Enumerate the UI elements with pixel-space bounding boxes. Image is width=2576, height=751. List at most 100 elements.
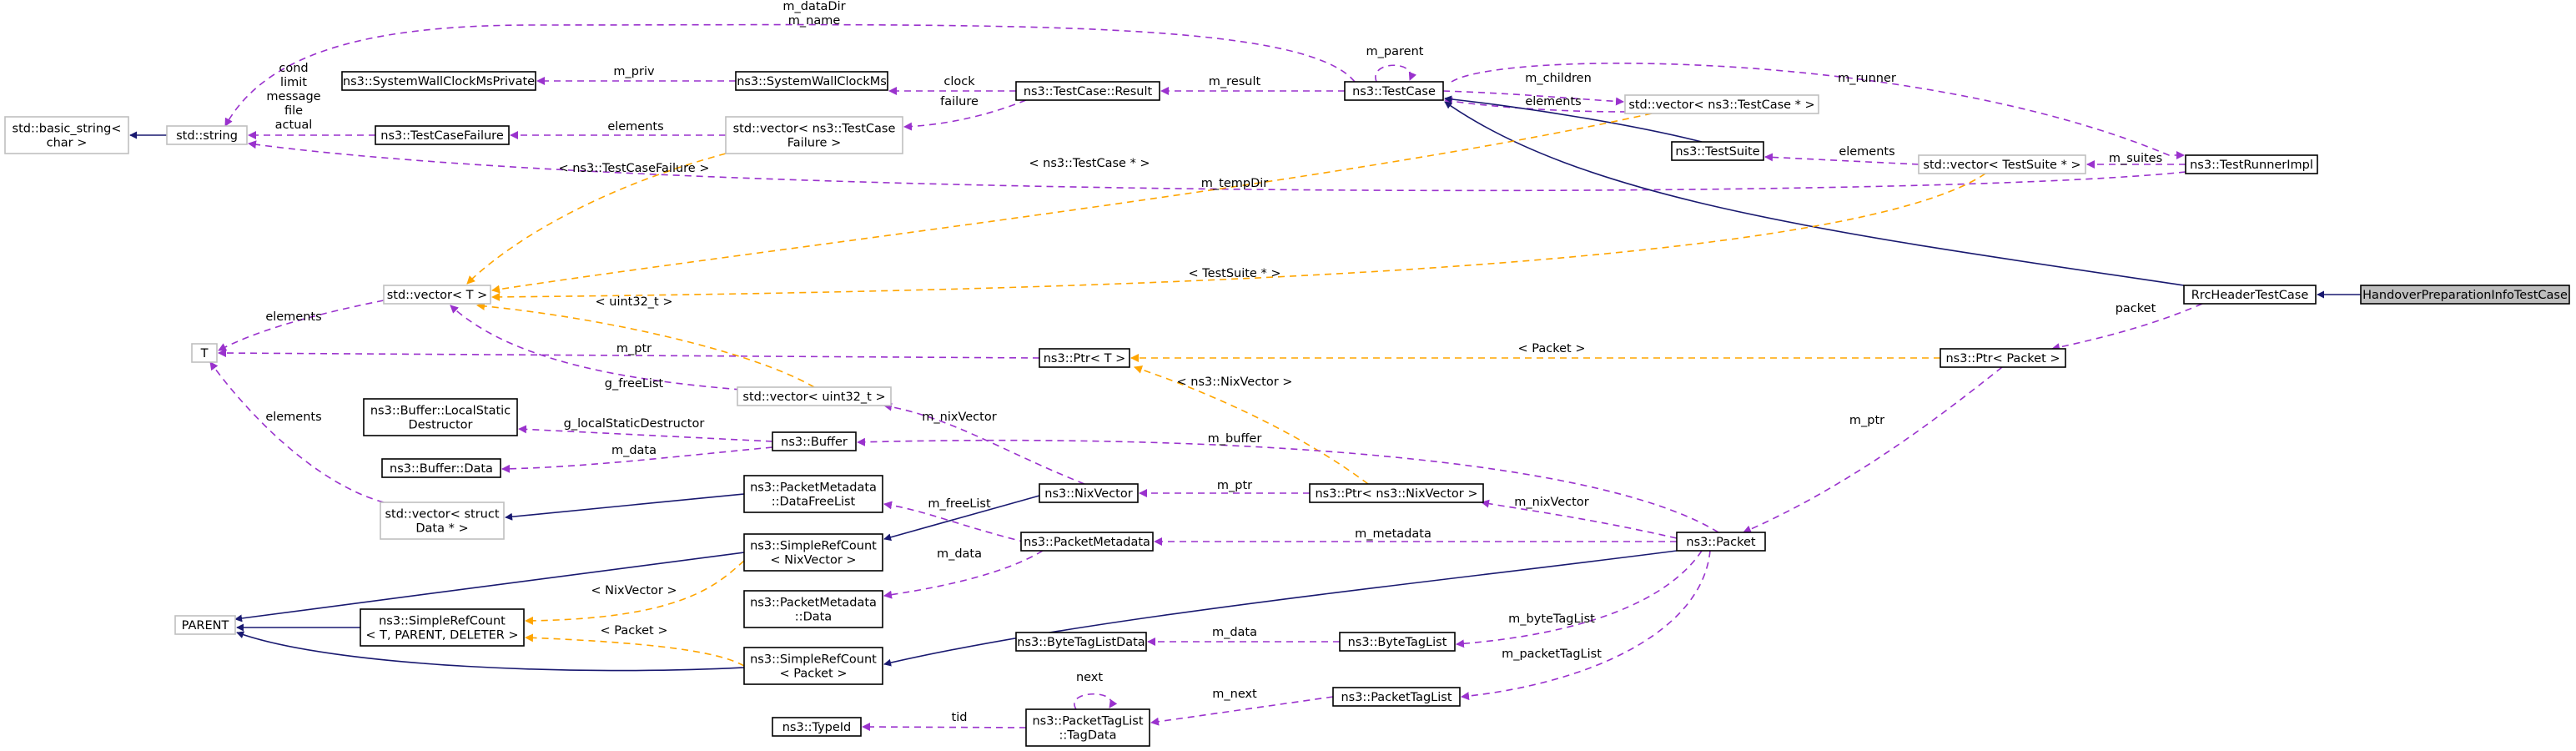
edge-label-line: elements — [1839, 145, 1894, 159]
node-nix-vector[interactable]: ns3::NixVector — [1039, 483, 1139, 503]
edge-label-line: m_nixVector — [922, 411, 996, 424]
node-box — [1671, 141, 1764, 161]
edge-label-line: failure — [940, 95, 979, 108]
edge-label-m-free-list: m_freeList — [928, 497, 991, 511]
edge-label-line: actual — [275, 118, 313, 132]
node-clock-private[interactable]: ns3::SystemWallClockMsPrivate — [341, 71, 536, 91]
edge-label-line: message — [266, 90, 320, 103]
node-buffer-data[interactable]: ns3::Buffer::Data — [381, 458, 501, 478]
node-vector-test-case[interactable]: std::vector< ns3::TestCase * > — [1624, 94, 1819, 114]
node-box — [743, 475, 883, 513]
node-vector-t[interactable]: std::vector< T > — [383, 285, 491, 305]
node-parent[interactable]: PARENT — [174, 615, 236, 635]
node-simple-packet[interactable]: ns3::SimpleRefCount< Packet > — [743, 647, 883, 685]
usage-edge — [903, 99, 1027, 131]
node-buffer[interactable]: ns3::Buffer — [772, 431, 857, 451]
node-label: ns3::ByteTagListData — [1017, 636, 1145, 649]
node-ptr-t[interactable]: ns3::Ptr< T > — [1039, 348, 1130, 368]
node-vector-uint32[interactable]: std::vector< uint32_t > — [737, 386, 892, 406]
edge-label-nix-vector-arg: < ns3::NixVector > — [1177, 376, 1293, 389]
node-t[interactable]: T — [191, 343, 218, 363]
node-test-suite[interactable]: ns3::TestSuite — [1671, 141, 1764, 161]
edge-label-line: m_ptr — [1849, 414, 1884, 427]
inheritance-edge — [236, 631, 745, 672]
node-label: Destructor — [409, 419, 473, 432]
edge-label-failure: failure — [940, 95, 979, 108]
node-label: ns3::PacketMetadata — [1024, 536, 1150, 549]
edge-label-m-parent: m_parent — [1366, 45, 1424, 58]
edge-label-m-children: m_children — [1525, 72, 1592, 85]
inheritance-edge — [505, 493, 745, 521]
node-simple-ref[interactable]: ns3::SimpleRefCount< T, PARENT, DELETER … — [360, 608, 525, 647]
node-label: ns3::Buffer::Data — [390, 462, 493, 476]
node-label: ns3::SystemWallClockMsPrivate — [343, 75, 535, 88]
node-result[interactable]: ns3::TestCase::Result — [1015, 81, 1160, 101]
edge-label-m-suites: m_suites — [2109, 152, 2162, 165]
node-label: ns3::SystemWallClockMs — [737, 75, 887, 88]
edge-label-nix-vector-short-arg: < NixVector > — [591, 584, 677, 597]
node-handover[interactable]: HandoverPreparationInfoTestCase — [2360, 285, 2570, 305]
edge-label-line: m_freeList — [928, 497, 991, 511]
template-edge — [1134, 365, 1369, 485]
node-label: < Packet > — [780, 668, 848, 681]
inheritance-edge — [883, 495, 1040, 542]
node-label: std::vector< uint32_t > — [742, 391, 885, 404]
edge-label-m-ptr-packet: m_ptr — [1849, 414, 1884, 427]
node-test-case-failure[interactable]: ns3::TestCaseFailure — [375, 125, 510, 145]
usage-edge — [1764, 153, 1919, 165]
edge-label-line: m_data — [1212, 626, 1257, 639]
node-rrc-header[interactable]: RrcHeaderTestCase — [2183, 285, 2317, 305]
node-box — [381, 458, 501, 478]
node-string[interactable]: std::string — [166, 125, 248, 145]
node-label: char > — [47, 137, 88, 150]
node-simple-nix[interactable]: ns3::SimpleRefCount< NixVector > — [743, 533, 883, 572]
node-data-free-list[interactable]: ns3::PacketMetadata::DataFreeList — [743, 475, 883, 513]
usage-edge — [501, 446, 773, 473]
node-box — [743, 647, 883, 685]
edge-label-line: m_suites — [2109, 152, 2162, 165]
inheritance-edge — [1444, 95, 1703, 143]
node-tag-data[interactable]: ns3::PacketTagList::TagData — [1025, 708, 1150, 747]
node-byte-tag-list[interactable]: ns3::ByteTagList — [1339, 632, 1456, 652]
inheritance-edge — [883, 550, 1678, 667]
node-ptr-packet[interactable]: ns3::Ptr< Packet > — [1940, 348, 2066, 368]
node-box — [772, 717, 862, 737]
node-box — [375, 125, 510, 145]
node-packet-tag-list[interactable]: ns3::PacketTagList — [1332, 687, 1461, 707]
edge-label-line: elements — [265, 411, 321, 424]
node-box — [1020, 532, 1154, 552]
node-byte-tag-list-data[interactable]: ns3::ByteTagListData — [1015, 632, 1147, 652]
template-edge — [491, 113, 1653, 294]
edge-label-line: m_packetTagList — [1502, 648, 1602, 661]
node-vector-suite[interactable]: std::vector< TestSuite * > — [1918, 154, 2086, 174]
node-packet[interactable]: ns3::Packet — [1676, 532, 1766, 552]
node-label: ns3::TestCaseFailure — [380, 129, 504, 143]
node-metadata-data[interactable]: ns3::PacketMetadata::Data — [743, 590, 883, 628]
nodes: std::basic_string<char >std::stringns3::… — [4, 71, 2570, 747]
node-label: HandoverPreparationInfoTestCase — [2362, 289, 2568, 302]
edge-label-line: elements — [607, 120, 663, 134]
node-vector-failure[interactable]: std::vector< ns3::TestCaseFailure > — [725, 116, 903, 154]
node-box — [725, 116, 903, 154]
node-runner-impl[interactable]: ns3::TestRunnerImpl — [2185, 154, 2318, 174]
node-packet-metadata[interactable]: ns3::PacketMetadata — [1020, 532, 1154, 552]
node-ptr-nix[interactable]: ns3::Ptr< ns3::NixVector > — [1309, 483, 1484, 503]
node-basic-string[interactable]: std::basic_string<char > — [4, 116, 129, 154]
node-box — [1025, 708, 1150, 747]
usage-edge — [857, 437, 1719, 533]
edge-label-line: < ns3::TestCase * > — [1029, 157, 1150, 170]
edge-label-line: elements — [265, 310, 321, 324]
edge-label-m-ptr-nix: m_ptr — [1217, 479, 1252, 492]
node-label: ns3::NixVector — [1044, 487, 1132, 501]
node-box — [2185, 154, 2318, 174]
edge-label-line: < NixVector > — [591, 584, 677, 597]
node-box — [1015, 81, 1160, 101]
node-box — [1940, 348, 2066, 368]
node-type-id[interactable]: ns3::TypeId — [772, 717, 862, 737]
node-box — [174, 615, 236, 635]
node-clock-ms[interactable]: ns3::SystemWallClockMs — [735, 71, 888, 91]
node-test-case[interactable]: ns3::TestCase — [1344, 81, 1444, 101]
